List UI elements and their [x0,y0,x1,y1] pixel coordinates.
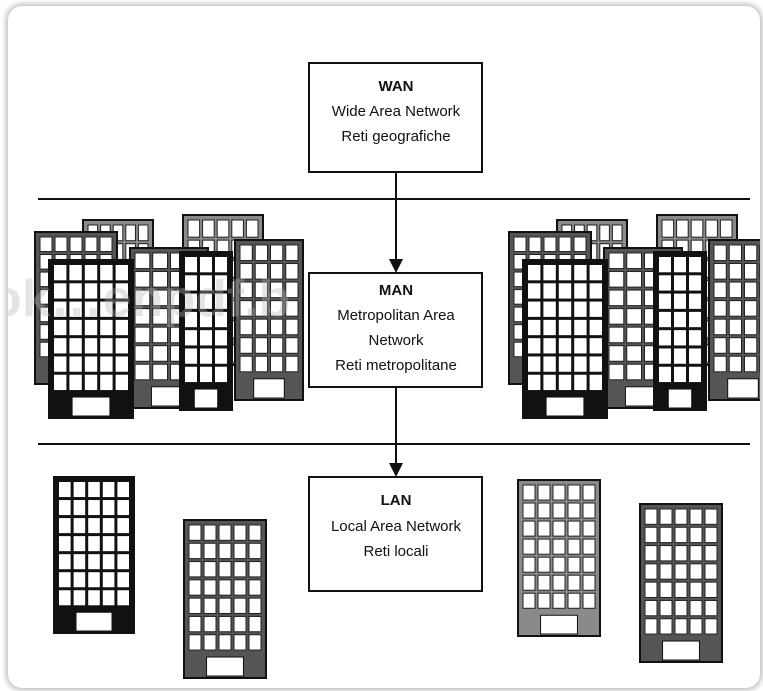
building-icon [708,239,760,401]
building-row-lan [53,476,723,679]
arrowhead-lan [389,463,403,477]
man-line2: Network [368,332,424,349]
building-icon [48,259,134,419]
building-icon [522,259,608,419]
building-icon [183,519,267,679]
building-icon [53,476,135,634]
man-box: MAN Metropolitan Area Network Reti metro… [308,272,483,388]
wan-line2: Reti geografiche [341,128,450,145]
man-line1: Metropolitan Area [337,307,455,324]
wan-line1: Wide Area Network [332,103,461,120]
building-cluster-right [508,214,760,419]
lan-line2: Reti locali [363,543,428,560]
building-icon [639,503,723,663]
building-cluster-left [34,214,304,419]
man-title: MAN [379,282,413,299]
wan-box: WAN Wide Area Network Reti geografiche [308,62,483,173]
building-icon [234,239,304,401]
lan-line1: Local Area Network [331,518,462,535]
wan-title: WAN [379,78,414,95]
network-hierarchy-diagram: ok…enpdf.b WAN Wide Area Network Reti ge… [8,62,760,679]
man-line3: Reti metropolitane [335,357,457,374]
building-icon [653,251,707,411]
arrowhead-man [389,259,403,273]
building-icon [517,479,601,637]
building-icon [179,251,233,411]
watermark: ok…enpdf.b [8,270,290,328]
lan-title: LAN [381,492,412,509]
lan-box: LAN Local Area Network Reti locali [308,476,483,592]
diagram-frame: ok…enpdf.b WAN Wide Area Network Reti ge… [8,6,760,688]
